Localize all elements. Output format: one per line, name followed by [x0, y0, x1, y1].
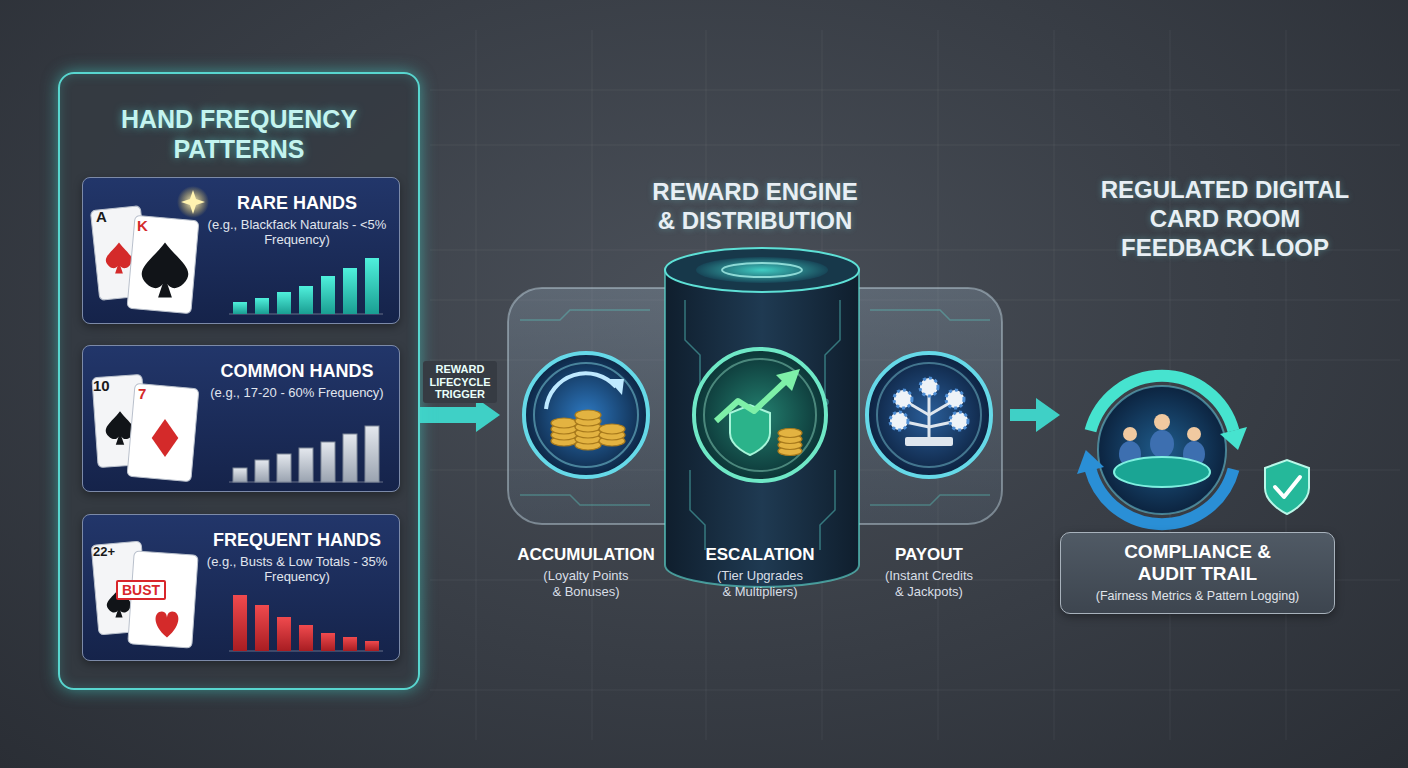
node-title: REWARD ENGINE & DISTRIBUTION	[645, 178, 865, 236]
node-subtitle: (e.g., Busts & Low Totals - 35% Frequenc…	[205, 554, 389, 585]
node-subtitle: (e.g., Blackfack Naturals - <5% Frequenc…	[205, 217, 389, 248]
card-index: A	[96, 209, 107, 224]
hand-card: RARE HANDS(e.g., Blackfack Naturals - <5…	[82, 177, 400, 324]
node-subtitle: (Loyalty Points & Bonuses)	[539, 568, 633, 599]
card-index: 7	[138, 386, 146, 401]
node-title: COMPLIANCE & AUDIT TRAIL	[1108, 541, 1288, 585]
node-title: RARE HANDS	[205, 193, 389, 215]
node-subtitle: (Fairness Metrics & Pattern Logging)	[1071, 589, 1324, 604]
stage-circle: ACCUMULATION (Loyalty Points & Bonuses)	[500, 345, 672, 620]
escalation-icon	[675, 345, 845, 485]
node-title: ACCUMULATION	[500, 545, 672, 565]
card-index: 22+	[93, 545, 115, 558]
node-title: PAYOUT	[848, 545, 1010, 565]
node-subtitle: (e.g., 17-20 - 60% Frequency)	[205, 385, 389, 401]
feedback-loop: REGULATED DIGITAL CARD ROOM FEEDBACK LOO…	[1060, 170, 1390, 625]
node-subtitle: (Instant Credits & Jackpots)	[882, 568, 976, 599]
compliance-box: COMPLIANCE & AUDIT TRAIL (Fairness Metric…	[1060, 532, 1335, 614]
flow-arrow	[1010, 409, 1036, 421]
node-title: FREQUENT HANDS	[205, 530, 389, 552]
stage-circle: ESCALATION (Tier Upgrades & Multipliers)	[672, 345, 848, 620]
hand-card: COMMON HANDS (e.g., 17-20 - 60% Frequency…	[82, 345, 400, 492]
node-title: COMMON HANDS	[205, 361, 389, 383]
accumulation-icon	[501, 345, 671, 485]
node-title: REGULATED DIGITAL CARD ROOM FEEDBACK LOO…	[1090, 176, 1360, 262]
frequency-panel: HAND FREQUENCY PATTERNS RARE HANDS(e.g.,…	[58, 72, 420, 690]
node-title: ESCALATION	[672, 545, 848, 565]
node-title: HAND FREQUENCY PATTERNS	[89, 104, 389, 164]
reward-engine: REWARD ENGINE & DISTRIBUTION ACCUMULATIO…	[500, 170, 1010, 620]
card-index: BUST	[116, 580, 166, 600]
flow-arrow	[420, 407, 476, 423]
card-index: 10	[93, 378, 110, 393]
edge-label: REWARD LIFECYCLE TRIGGER	[423, 361, 497, 403]
card-index: K	[137, 218, 148, 233]
stage-circle: PAYOUT (Instant Credits & Jackpots)	[848, 345, 1010, 620]
payout-icon	[844, 345, 1014, 485]
node-subtitle: (Tier Upgrades & Multipliers)	[713, 568, 807, 599]
